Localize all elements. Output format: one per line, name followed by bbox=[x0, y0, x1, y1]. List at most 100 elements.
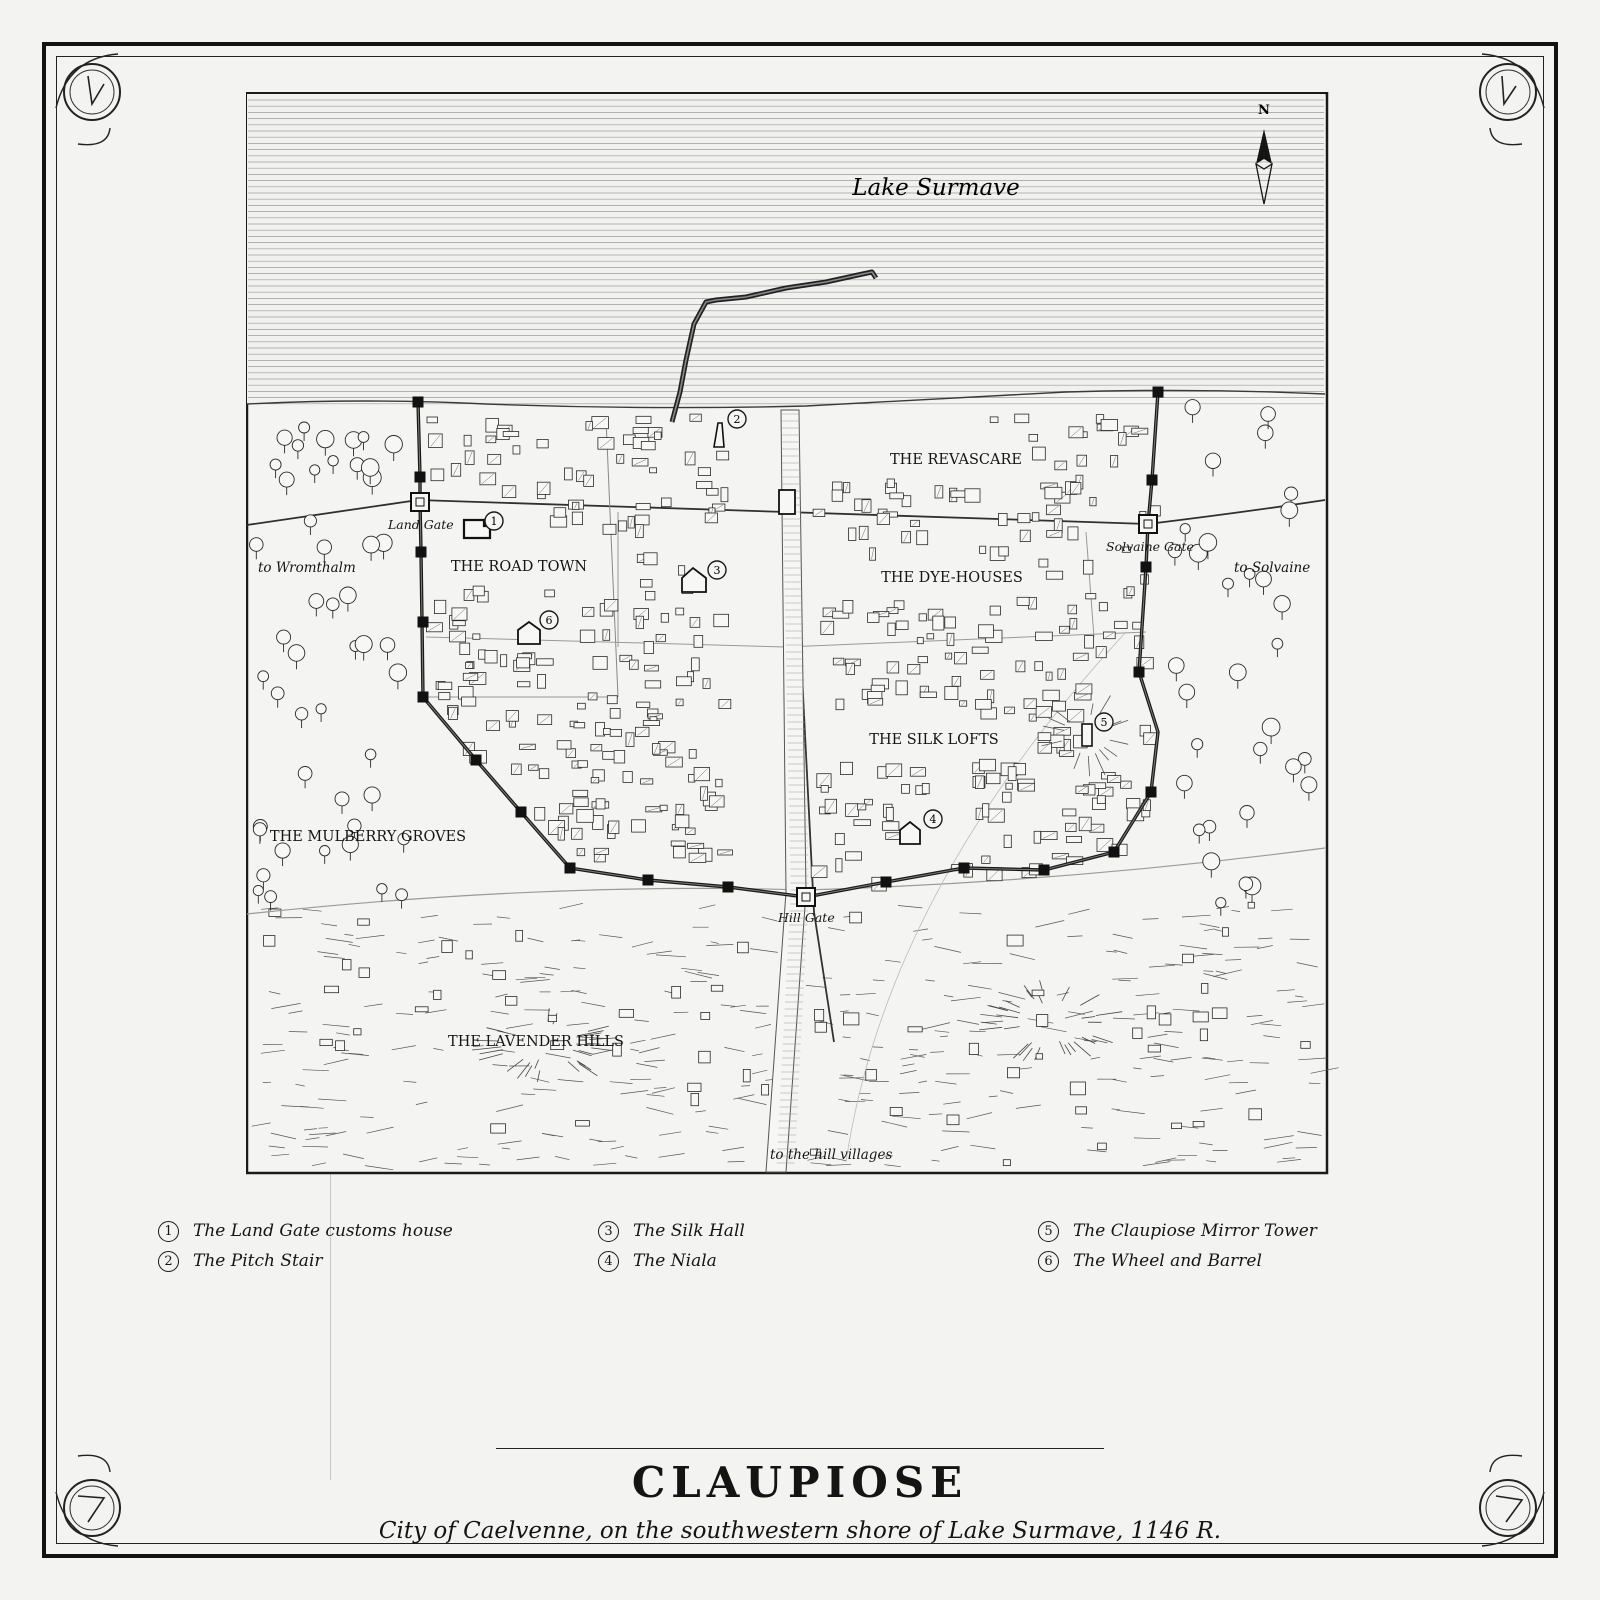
building bbox=[462, 672, 479, 681]
building bbox=[876, 512, 890, 525]
hill-ray bbox=[1095, 1011, 1123, 1016]
corner-ornament-top-right-icon bbox=[1442, 48, 1552, 158]
farmstead bbox=[843, 1012, 860, 1026]
hill-stroke bbox=[1302, 1003, 1325, 1008]
building bbox=[602, 728, 611, 735]
building bbox=[951, 676, 962, 687]
farmstead bbox=[1097, 1142, 1107, 1151]
hill-stroke bbox=[560, 990, 581, 993]
tree bbox=[397, 832, 410, 853]
wall-tower bbox=[880, 876, 892, 888]
farmstead bbox=[547, 1014, 557, 1022]
building bbox=[572, 501, 580, 510]
building bbox=[536, 658, 554, 666]
hill-stroke bbox=[872, 979, 885, 982]
farmstead bbox=[849, 911, 862, 924]
building bbox=[858, 525, 869, 540]
farmstead bbox=[1007, 1067, 1021, 1079]
building bbox=[998, 512, 1008, 526]
hill-ray bbox=[587, 1025, 609, 1032]
hill-stroke bbox=[651, 1087, 675, 1094]
wall-tower bbox=[414, 471, 426, 483]
legend-number: 2 bbox=[158, 1250, 179, 1272]
building bbox=[649, 467, 658, 474]
hill-ray bbox=[1064, 1044, 1072, 1056]
city-gate bbox=[410, 492, 430, 512]
gate-label-solvaine: Solvaine Gate bbox=[1106, 539, 1194, 554]
hill-stroke bbox=[925, 979, 935, 982]
map-marker-1[interactable]: 1 bbox=[484, 511, 504, 531]
building bbox=[1114, 620, 1128, 629]
building bbox=[1032, 446, 1046, 461]
building bbox=[1072, 652, 1089, 661]
building bbox=[1015, 660, 1026, 673]
farmstead bbox=[358, 967, 370, 978]
hill-stroke bbox=[481, 962, 504, 965]
building bbox=[1103, 631, 1116, 640]
building bbox=[886, 661, 900, 674]
map-marker-3[interactable]: 3 bbox=[707, 560, 727, 580]
hill-stroke bbox=[1297, 1131, 1322, 1136]
road-label-west: to Wromthalm bbox=[258, 560, 356, 576]
hill-stroke bbox=[730, 1004, 746, 1008]
hill-stroke bbox=[807, 1155, 826, 1161]
hill-stroke bbox=[288, 1031, 308, 1033]
hill-stroke bbox=[589, 1138, 603, 1142]
hill-stroke bbox=[900, 1054, 927, 1060]
building bbox=[573, 797, 589, 808]
building bbox=[982, 803, 990, 818]
hill-stroke bbox=[419, 1157, 438, 1163]
tree bbox=[1243, 568, 1256, 588]
hill-ray bbox=[1080, 994, 1100, 1006]
legend-label: The Claupiose Mirror Tower bbox=[1073, 1221, 1317, 1241]
hill-stroke bbox=[1068, 908, 1090, 915]
building bbox=[558, 803, 574, 815]
building bbox=[665, 756, 683, 768]
hill-stroke bbox=[1246, 1015, 1263, 1017]
hill-stroke bbox=[318, 1127, 328, 1129]
hill-ray bbox=[1081, 1016, 1096, 1019]
building bbox=[1046, 504, 1061, 516]
building bbox=[840, 761, 853, 775]
map-marker-6[interactable]: 6 bbox=[539, 610, 559, 630]
map-marker-4[interactable]: 4 bbox=[923, 809, 943, 829]
hill-ray bbox=[996, 1014, 1019, 1019]
building bbox=[824, 798, 837, 814]
map-marker-2[interactable]: 2 bbox=[727, 409, 747, 429]
hill-stroke bbox=[625, 1155, 638, 1159]
map-marker-5[interactable]: 5 bbox=[1094, 712, 1114, 732]
building bbox=[893, 600, 905, 610]
building bbox=[590, 744, 603, 752]
building bbox=[556, 740, 572, 750]
building bbox=[617, 520, 628, 532]
hill-stroke bbox=[840, 1010, 849, 1012]
farmstead bbox=[492, 970, 506, 980]
building bbox=[688, 749, 697, 759]
building bbox=[1035, 706, 1052, 718]
building bbox=[1033, 830, 1041, 844]
hill-stroke bbox=[496, 1104, 524, 1112]
building bbox=[592, 656, 608, 670]
building bbox=[918, 613, 927, 622]
farmstead bbox=[1035, 1053, 1043, 1060]
farmstead bbox=[342, 959, 352, 971]
building bbox=[944, 686, 959, 701]
building bbox=[981, 855, 991, 864]
hill-stroke bbox=[302, 1069, 329, 1072]
building bbox=[921, 783, 930, 795]
hill-stroke bbox=[344, 934, 354, 936]
building bbox=[661, 497, 672, 508]
building bbox=[651, 743, 661, 755]
building bbox=[544, 589, 555, 598]
tree bbox=[1297, 752, 1312, 774]
city-wall bbox=[410, 386, 1164, 907]
building bbox=[1085, 593, 1097, 600]
tree bbox=[1179, 523, 1191, 542]
building bbox=[622, 771, 633, 783]
building bbox=[553, 507, 567, 518]
farmstead bbox=[1211, 1007, 1228, 1019]
tree bbox=[1176, 774, 1193, 799]
farmstead bbox=[1199, 1028, 1208, 1042]
hill-stroke bbox=[1170, 1057, 1192, 1061]
